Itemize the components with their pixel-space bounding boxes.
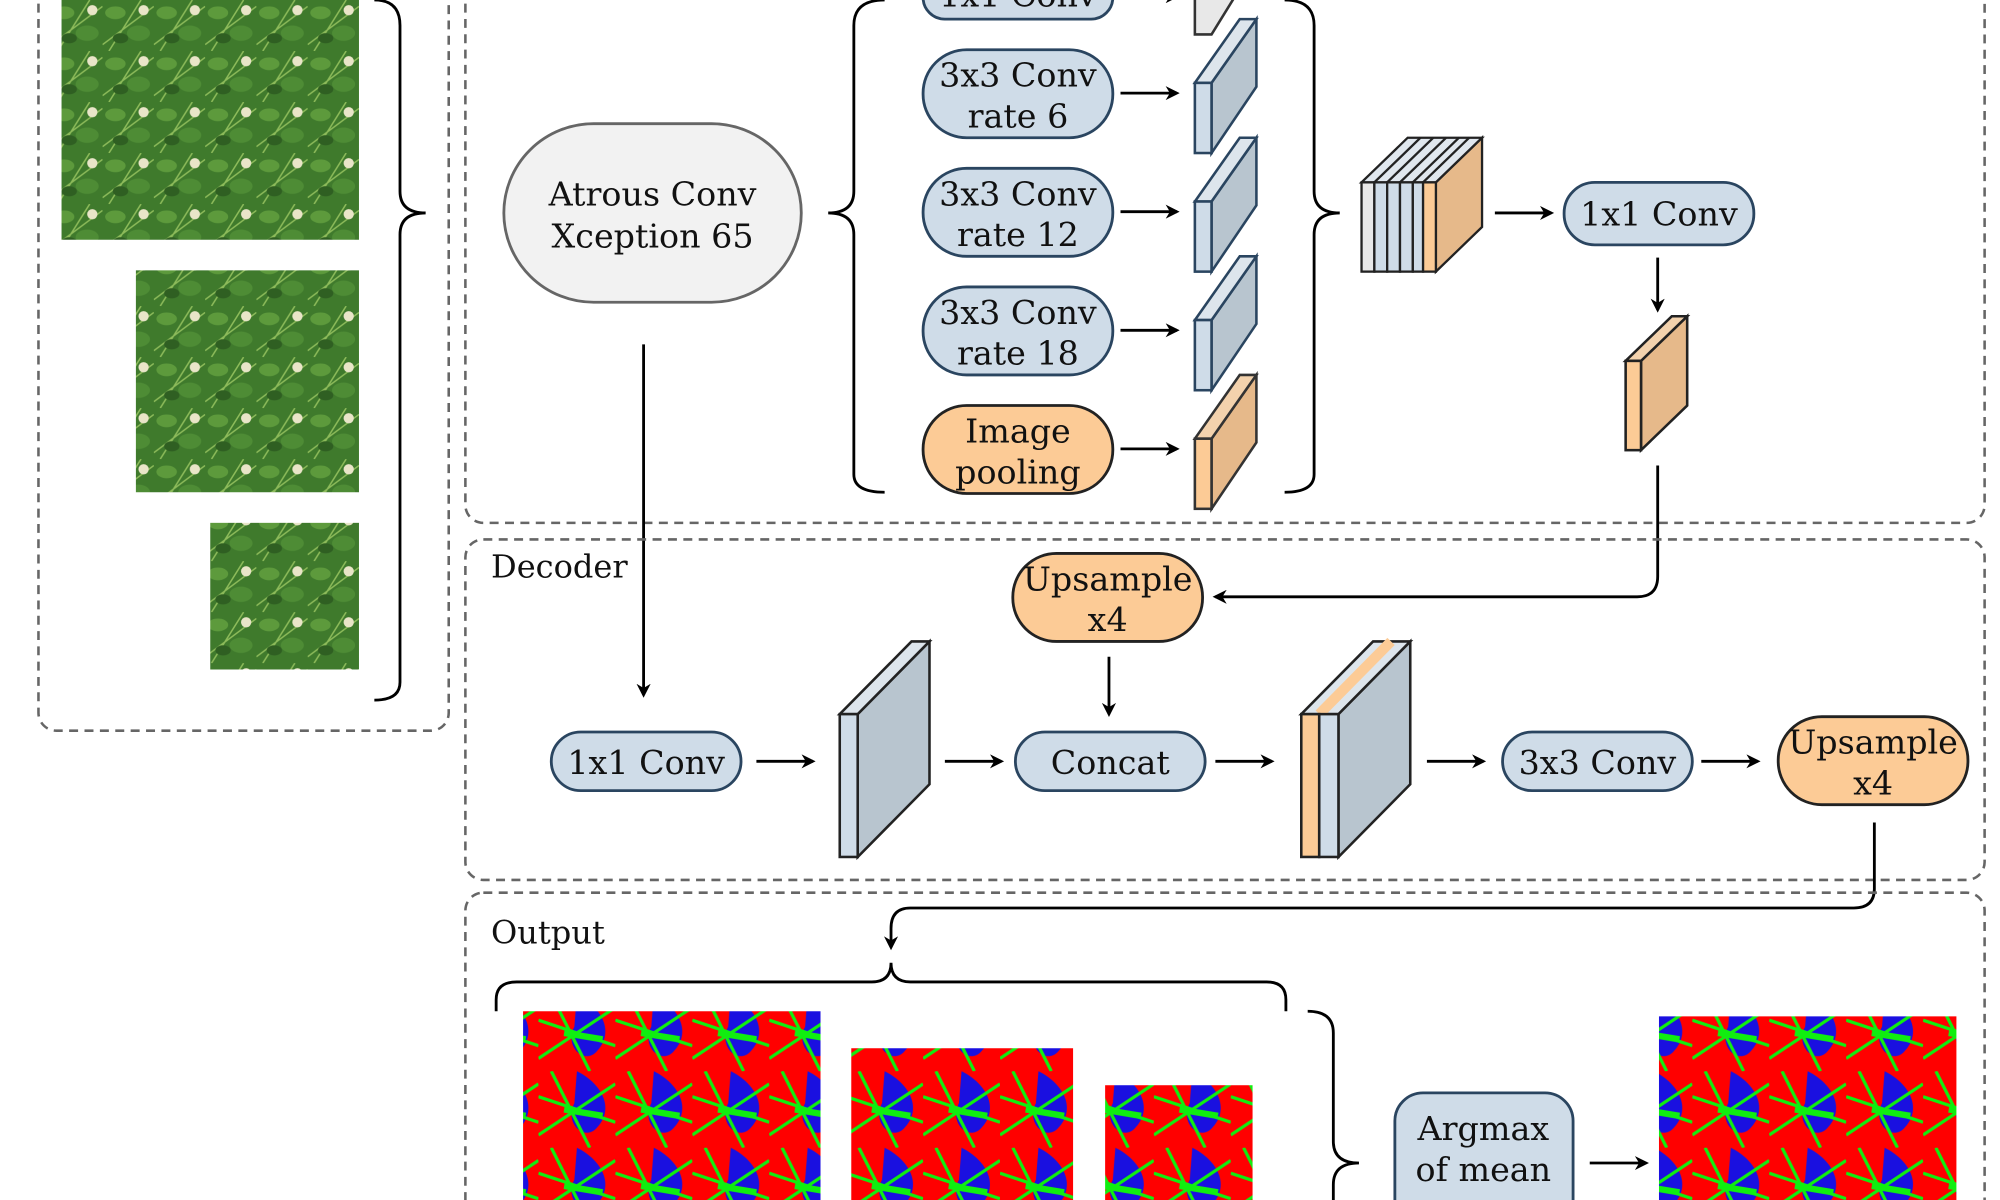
concat-node bbox=[1013, 730, 1207, 793]
prediction-large bbox=[523, 1011, 821, 1200]
input-image-large bbox=[61, 0, 359, 240]
input-brace bbox=[374, 0, 426, 702]
upsample-out-label-2: x4 bbox=[1853, 764, 1893, 803]
conv3x3-node bbox=[1501, 730, 1694, 793]
decoder-title: Decoder bbox=[491, 548, 628, 586]
input-image-medium bbox=[135, 270, 359, 493]
backbone-label-1: Atrous Conv bbox=[548, 174, 757, 213]
output-title: Output bbox=[491, 914, 605, 952]
upsample-top-label-2: x4 bbox=[1088, 600, 1128, 639]
input-image-small bbox=[210, 522, 359, 670]
projection-conv-label: 1x1 Conv bbox=[1580, 195, 1738, 234]
arrow-encoder-to-upsample bbox=[1212, 465, 1660, 604]
arrow-decoder-to-output bbox=[883, 822, 1876, 951]
low-level-feature bbox=[836, 638, 933, 861]
projection-conv-node bbox=[1562, 180, 1756, 247]
upsample-top-label-1: Upsample bbox=[1023, 560, 1193, 599]
concat-feature bbox=[1298, 637, 1414, 861]
aspp-concat-stack bbox=[1358, 135, 1485, 275]
aspp-branch-1x1: 1x1 Conv bbox=[921, 0, 1235, 36]
backbone-brace bbox=[828, 0, 885, 494]
output-panel bbox=[464, 891, 1986, 1200]
backbone-label-2: Xception 65 bbox=[552, 216, 754, 255]
argmax-label-2: of mean bbox=[1416, 1150, 1552, 1189]
low-level-conv-label: 1x1 Conv bbox=[567, 743, 725, 782]
svg-text:1x1 Conv: 1x1 Conv bbox=[939, 0, 1097, 14]
predictions-brace bbox=[1307, 1009, 1360, 1200]
upsample-out-node bbox=[1776, 715, 1970, 807]
input-panel bbox=[37, 0, 450, 732]
output-brace bbox=[494, 962, 1288, 1012]
argmax-node bbox=[1393, 1091, 1575, 1200]
prediction-small bbox=[1105, 1085, 1253, 1200]
encoder-output-feature bbox=[1622, 313, 1691, 454]
low-level-conv-node bbox=[549, 730, 743, 793]
argmax-label-1: Argmax bbox=[1417, 1109, 1550, 1148]
decoder-panel bbox=[464, 538, 1986, 882]
concat-label: Concat bbox=[1051, 743, 1171, 782]
conv3x3-label: 3x3 Conv bbox=[1519, 743, 1677, 782]
final-prediction bbox=[1658, 1016, 1957, 1200]
backbone-node bbox=[502, 122, 803, 304]
encoder-panel bbox=[464, 0, 1986, 525]
aspp-brace bbox=[1284, 0, 1340, 494]
upsample-out-label-1: Upsample bbox=[1788, 723, 1958, 762]
prediction-medium bbox=[851, 1048, 1074, 1200]
upsample-top-node bbox=[1011, 552, 1204, 643]
